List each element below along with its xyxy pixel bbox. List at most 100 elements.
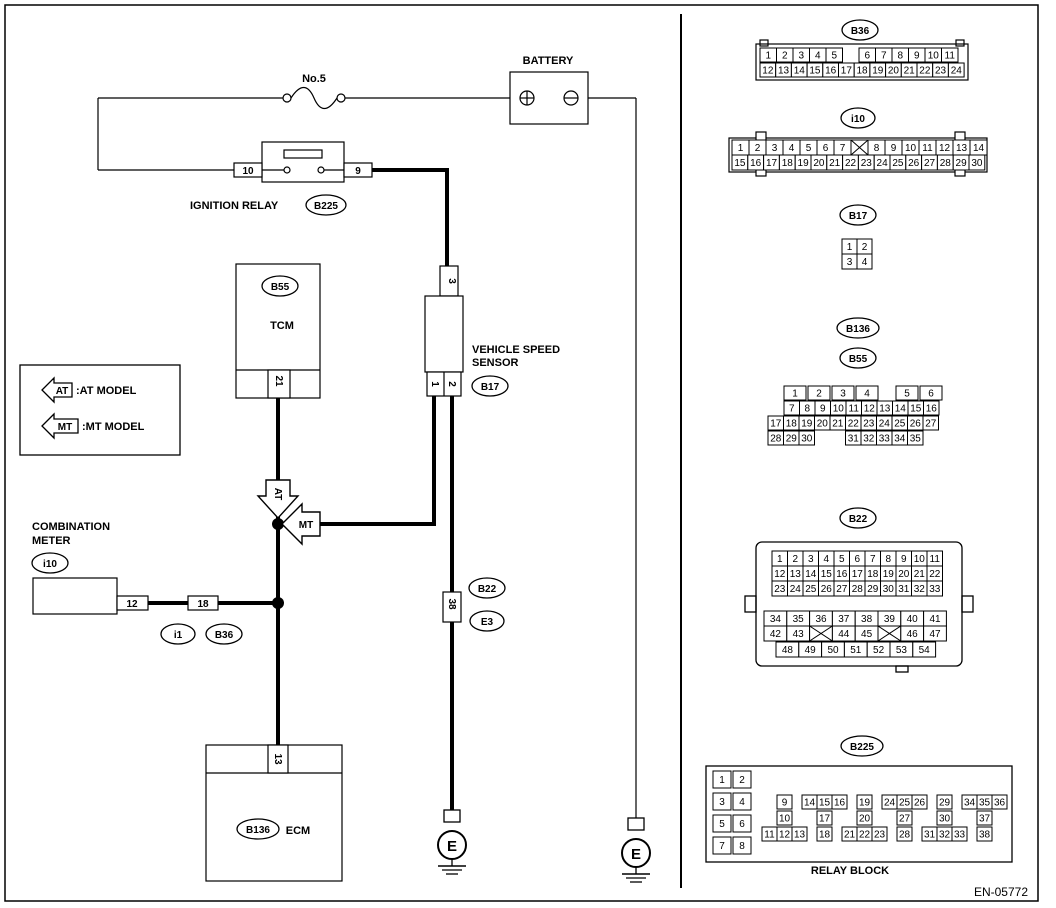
b22-pin: 7: [864, 550, 881, 567]
pin-number: 9: [901, 554, 907, 565]
pin-number: 21: [844, 830, 856, 841]
b225-pin: 30: [936, 810, 953, 826]
b36-pin: 7: [875, 47, 893, 63]
pin-number: 23: [863, 419, 875, 430]
pin-number: 27: [836, 584, 848, 595]
b36-pin: 14: [790, 62, 808, 78]
b22-pin: 6: [849, 550, 866, 567]
b22-pin: 34: [763, 610, 788, 627]
pin-number: 36: [815, 614, 827, 625]
i10-pin: 29: [952, 154, 970, 171]
b55-pin: 10: [830, 400, 847, 416]
i10-pin: 2: [748, 139, 767, 156]
legend-mt-tag: MT: [58, 422, 72, 433]
b55-pin: 20: [814, 415, 831, 431]
pin-number: 27: [899, 814, 911, 825]
pin-number: 13: [879, 404, 891, 415]
b225-pin: 20: [856, 810, 873, 826]
pin-number: 17: [841, 66, 853, 77]
pin-number: 10: [905, 143, 917, 154]
svg-text:B22: B22: [849, 514, 868, 525]
pin-number: 4: [789, 143, 795, 154]
b55-pin: 7: [783, 400, 800, 416]
pin-number: 2: [782, 51, 788, 62]
pin-number: 6: [928, 389, 934, 400]
pin-number: 4: [815, 51, 821, 62]
b225-pin: 7: [712, 836, 732, 855]
pin-number: 22: [929, 569, 941, 580]
junction-dot-lower: [272, 597, 284, 609]
b22-pin: 3: [802, 550, 819, 567]
pin-number: 21: [832, 419, 844, 430]
pin-number: 45: [861, 629, 873, 640]
b225-pin: 3: [712, 792, 732, 811]
pin-number: 5: [719, 819, 725, 830]
i10-pin: 22: [842, 154, 859, 171]
pin-number: 24: [951, 66, 963, 77]
b22-pin: 26: [818, 580, 835, 597]
pin-number: 20: [813, 158, 825, 169]
pin-number: 1: [765, 51, 771, 62]
pin-number: 29: [867, 584, 879, 595]
pin-number: 28: [770, 434, 782, 445]
title-b225: B225: [840, 735, 884, 757]
i10-pin: 13: [952, 139, 971, 156]
ecm: [205, 744, 343, 882]
b22-pin: 45: [854, 625, 879, 642]
pin-number: 7: [881, 51, 887, 62]
pin-number: 30: [801, 434, 813, 445]
pin-number: 30: [939, 814, 951, 825]
b22-pin: 52: [866, 641, 891, 658]
main-signal-wire: [148, 398, 280, 745]
svg-text:B136: B136: [846, 324, 870, 335]
i10-pin: 16: [747, 154, 765, 171]
b36-pin: 1: [759, 47, 777, 63]
b55-pin: 15: [907, 400, 924, 416]
pin-number: 18: [782, 158, 794, 169]
relay-block-label: RELAY BLOCK: [811, 865, 889, 877]
b22-pin: 17: [849, 565, 866, 582]
legend-mt-text: :MT MODEL: [82, 421, 145, 433]
b22-pin: 24: [787, 580, 804, 597]
b22-pin: 9: [895, 550, 912, 567]
at-arrow-tag: AT: [256, 479, 300, 520]
pin-number: 47: [929, 629, 941, 640]
b22-pin: 37: [831, 610, 856, 627]
pin-number: 52: [873, 645, 885, 656]
b55-pin: 26: [907, 415, 924, 431]
b22-pin: 33: [926, 580, 943, 597]
relay-pin-10: 10: [242, 166, 254, 177]
b225-pin: 28: [896, 826, 913, 842]
i10-pin: 20: [810, 154, 828, 171]
pin-number: 20: [888, 66, 900, 77]
pin-number: 6: [854, 554, 860, 565]
b55-pin: 12: [861, 400, 878, 416]
i10-pin: 26: [905, 154, 923, 171]
b55-pin: 8: [799, 400, 816, 416]
b55-pin: 24: [876, 415, 893, 431]
pin-number: 22: [859, 830, 871, 841]
b55-pin: 31: [845, 430, 862, 446]
b22-pin: 35: [786, 610, 811, 627]
pin-number: 29: [786, 434, 798, 445]
b22-pin: 21: [911, 565, 928, 582]
pin-number: 1: [847, 242, 853, 253]
pin-number: 1: [777, 554, 783, 565]
b225-pin: 36: [991, 794, 1008, 810]
pin-number: 14: [794, 66, 806, 77]
pin-number: 6: [823, 143, 829, 154]
pin-number: 31: [924, 830, 936, 841]
pin-number: 21: [914, 569, 926, 580]
pin-number: 32: [863, 434, 875, 445]
pin-number: 6: [864, 51, 870, 62]
pin-number: 8: [885, 554, 891, 565]
pin-number: 33: [879, 434, 891, 445]
pin-number: 3: [840, 389, 846, 400]
pin-number: 13: [794, 830, 806, 841]
b22-pin: 43: [786, 625, 811, 642]
pin-number: 43: [793, 629, 805, 640]
b22-pin: 29: [864, 580, 881, 597]
b55-pin: 14: [892, 400, 909, 416]
pin-number: 16: [834, 798, 846, 809]
pin-number: 13: [790, 569, 802, 580]
